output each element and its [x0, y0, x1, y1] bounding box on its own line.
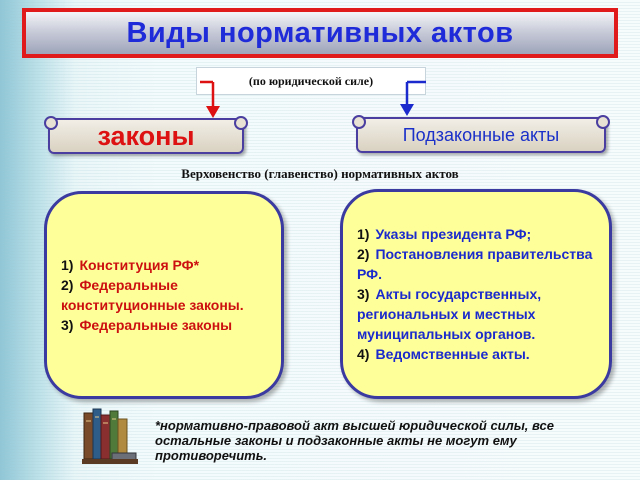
list-item-text: Указы президента РФ; [375, 226, 532, 242]
list-item-text: Ведомственные акты. [375, 346, 530, 362]
bylaws-scroll: Подзаконные акты [352, 115, 610, 153]
bylaws-list-item: 4) Ведомственные акты. [357, 344, 601, 364]
supremacy-heading: Верховенство (главенство) нормативных ак… [181, 166, 459, 181]
arrow-to-bylaws [400, 80, 426, 116]
laws-list-item: 1) Конституция РФ* [61, 255, 275, 275]
list-item-text: Постановления правительства РФ. [357, 246, 593, 282]
list-number: 3) [61, 317, 74, 333]
list-number: 3) [357, 286, 370, 302]
list-number: 2) [61, 277, 74, 293]
list-item-text: Акты государственных, региональных и мес… [357, 286, 542, 342]
arrow-to-laws [200, 80, 220, 118]
title-banner: Виды нормативных актов [22, 8, 618, 58]
laws-panel: 1) Конституция РФ* 2)Федеральные конститу… [44, 191, 284, 399]
bylaws-list-item: 3)Акты государственных, региональных и м… [357, 284, 601, 344]
bylaws-list-item: 1) Указы президента РФ; [357, 224, 601, 244]
bylaws-list-item: 2)Постановления правительства РФ. [357, 244, 601, 284]
laws-list-item: 2)Федеральные конституционные законы. [61, 275, 275, 315]
list-number: 4) [357, 346, 370, 362]
list-number: 1) [61, 257, 74, 273]
bylaws-panel: 1) Указы президента РФ; 2)Постановления п… [340, 189, 612, 399]
subtitle-box: (по юридической силе) [196, 67, 426, 95]
books-icon [82, 408, 138, 464]
laws-list-item: 3) Федеральные законы [61, 315, 275, 335]
list-item-text: Федеральные конституционные законы. [61, 277, 244, 313]
list-item-text: Конституция РФ* [79, 257, 200, 273]
laws-label: законы [97, 120, 195, 151]
list-number: 2) [357, 246, 370, 262]
footnote: *нормативно-правовой акт высшей юридичес… [155, 418, 555, 463]
list-number: 1) [357, 226, 370, 242]
laws-scroll: законы [44, 116, 248, 154]
list-item-text: Федеральные законы [79, 317, 233, 333]
subtitle: (по юридической силе) [248, 73, 374, 88]
bylaws-label: Подзаконные акты [402, 124, 560, 145]
page-title: Виды нормативных актов [126, 16, 514, 49]
